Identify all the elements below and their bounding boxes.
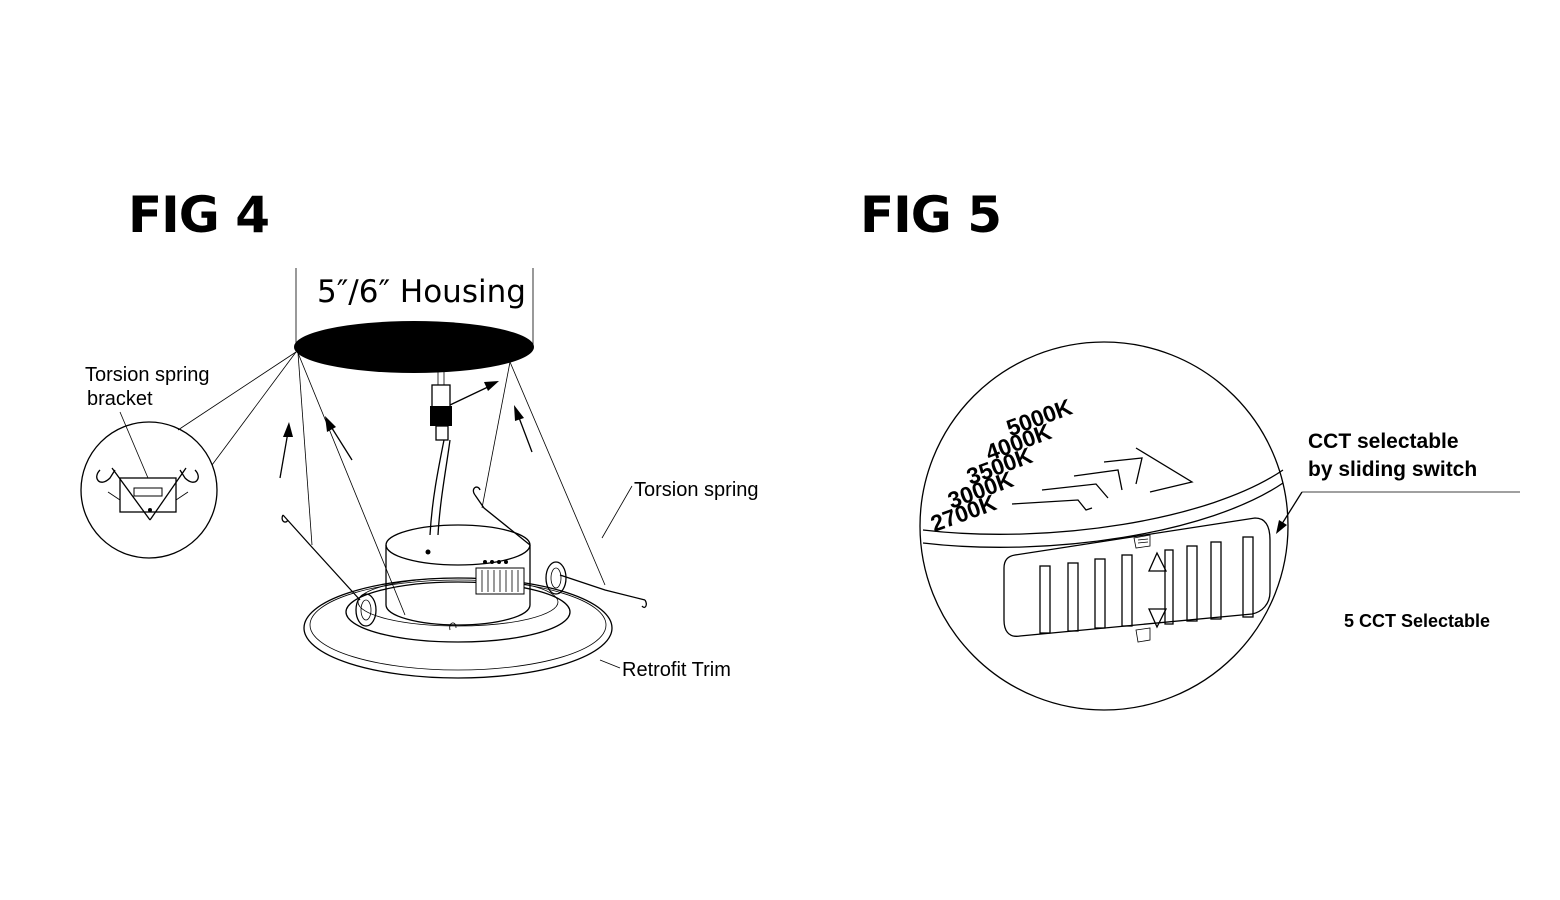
insertion-arrows — [279, 381, 533, 479]
trim-leader — [599, 659, 621, 669]
trim-label: Retrofit Trim — [622, 659, 731, 681]
fig4-title: FIG 4 — [128, 186, 269, 244]
bracket-label-line2: bracket — [87, 388, 153, 410]
switch-ribs — [1039, 536, 1254, 634]
down-arrow-icon — [1147, 608, 1168, 629]
retrofit-trim — [303, 524, 613, 679]
sliding-switch[interactable] — [1003, 517, 1271, 643]
spring-leader — [601, 485, 633, 539]
bracket-leader — [119, 411, 149, 479]
bracket-detail — [80, 421, 218, 559]
up-arrow-icon — [1147, 551, 1168, 572]
torsion-springs — [281, 486, 647, 631]
selectable-label: 5 CCT Selectable — [1344, 611, 1490, 631]
switch-label-line2: by sliding switch — [1308, 458, 1477, 481]
spring-label: Torsion spring — [634, 479, 759, 501]
fig5-panel: FIG 5 2700K 3000K 3500K 4000K 5000K — [860, 186, 1520, 711]
fig4-panel: FIG 4 5″/6″ Housing — [80, 186, 759, 681]
housing-label: 5″/6″ Housing — [317, 274, 526, 310]
guide-lines — [177, 351, 606, 616]
magnified-view — [919, 341, 1289, 711]
fig5-title: FIG 5 — [860, 186, 1001, 244]
cct-labels: 2700K 3000K 3500K 4000K 5000K — [927, 393, 1076, 536]
switch-label-line1: CCT selectable — [1308, 430, 1459, 453]
connector — [429, 370, 452, 536]
fixture-edge — [922, 469, 1284, 535]
cct-step-lines — [1011, 447, 1194, 511]
switch-callout — [1276, 491, 1520, 534]
bracket-label-line1: Torsion spring — [85, 364, 210, 386]
housing — [294, 268, 534, 373]
